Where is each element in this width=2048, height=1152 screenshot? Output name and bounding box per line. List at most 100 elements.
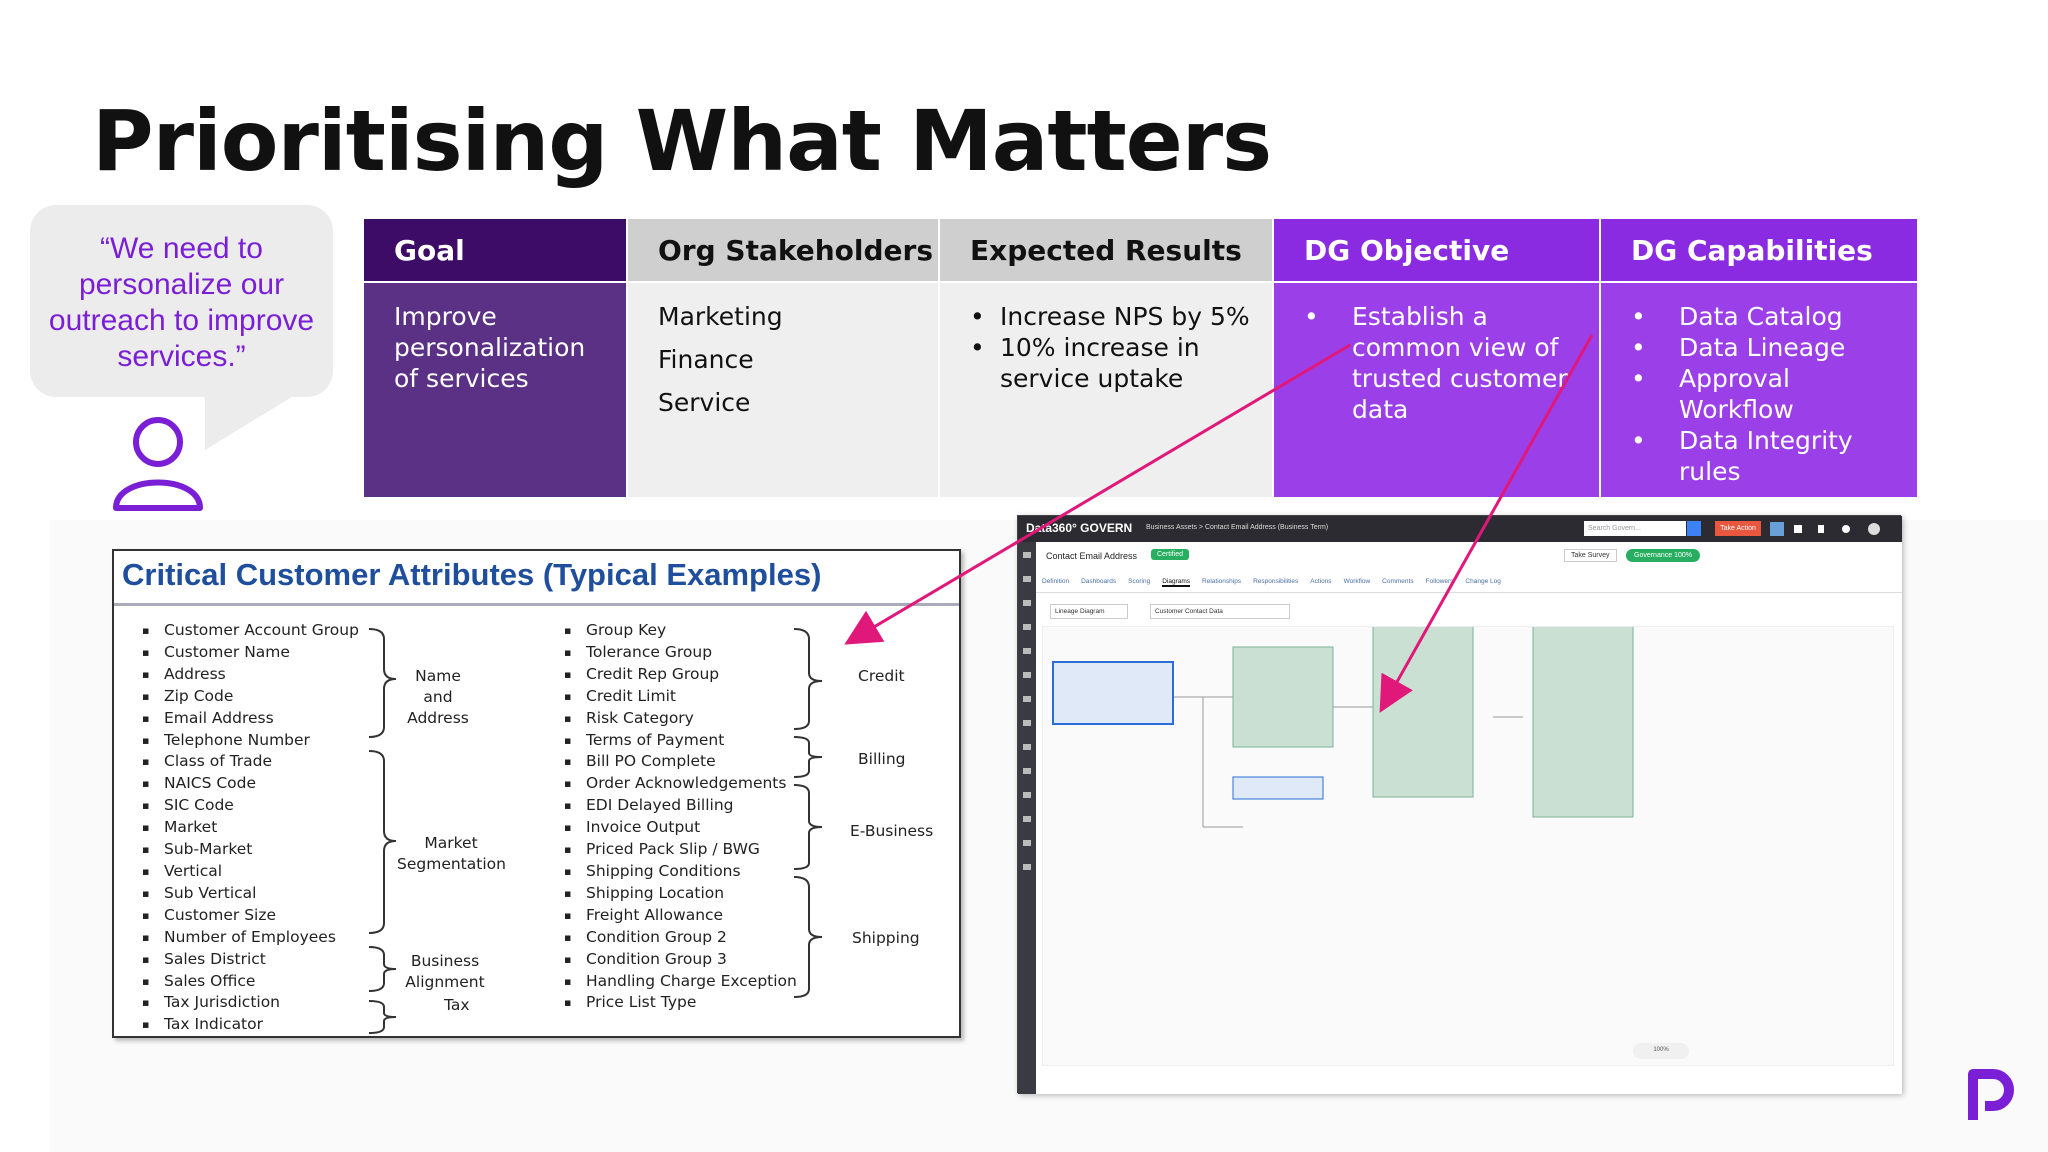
app-brand: Data360° GOVERN [1026, 521, 1133, 535]
dg-capability-item: Data Lineage [1631, 332, 1899, 363]
dg-objective-list: Establish a common view of trusted custo… [1274, 281, 1601, 497]
governance-badge: Governance 100% [1626, 549, 1700, 562]
column-org-stakeholders: Org Stakeholders Marketing Finance Servi… [628, 219, 940, 497]
stakeholder-item: Finance [658, 345, 754, 374]
group-name-and-address: Name and Address [407, 667, 469, 727]
diagram-filter-select[interactable]: Customer Contact Data [1150, 604, 1290, 619]
tab-relationships[interactable]: Relationships [1202, 578, 1242, 585]
diagram-type-select[interactable]: Lineage Diagram [1050, 604, 1128, 619]
lineage-screenshot: Data360° GOVERN Business Assets > Contac… [1017, 515, 1902, 1094]
tab-divider [1036, 592, 1902, 593]
attribute-item: Condition Group 3 [564, 949, 797, 971]
tab-workflow[interactable]: Workflow [1343, 578, 1371, 585]
group-billing: Billing [858, 750, 906, 768]
brand-logo-icon [1968, 1069, 2014, 1120]
attribute-item: Telephone Number [142, 730, 359, 752]
app-topbar: Data360° GOVERN Business Assets > Contac… [1018, 516, 1902, 542]
tab-definition[interactable]: Definition [1042, 578, 1070, 585]
take-action-button[interactable]: Take Action [1715, 521, 1761, 536]
attribute-item: Class of Trade [142, 751, 359, 773]
attribute-item: NAICS Code [142, 773, 359, 795]
attributes-title-rule [114, 603, 959, 606]
column-goal: Goal Improve personalization of services [364, 219, 628, 497]
help-icon [1842, 525, 1850, 533]
quote-bubble: “We need to personalize our outreach to … [30, 205, 333, 397]
person-outline-icon [113, 417, 203, 511]
header-expected-results: Expected Results [940, 219, 1274, 281]
stakeholder-item: Service [658, 388, 751, 417]
group-market-segmentation: Market Segmentation [397, 834, 506, 873]
attribute-item: Vertical [142, 861, 359, 883]
quote-bubble-tail [205, 392, 300, 450]
group-shipping: Shipping [852, 929, 920, 947]
tab-change-log[interactable]: Change Log [1465, 578, 1501, 585]
attribute-item: Invoice Output [564, 817, 797, 839]
sidebar-icons [1023, 552, 1031, 870]
attribute-item: Sales District [142, 949, 359, 971]
attribute-item: Sub Vertical [142, 883, 359, 905]
attribute-item: Bill PO Complete [564, 751, 797, 773]
lineage-canvas[interactable]: 100% [1042, 586, 1894, 1066]
expected-result-item: 10% increase in service uptake [970, 332, 1254, 394]
take-survey-button[interactable]: Take Survey [1564, 549, 1617, 562]
attribute-item: SIC Code [142, 795, 359, 817]
tab-followers[interactable]: Followers [1425, 578, 1454, 585]
attribute-item: Sales Office [142, 971, 359, 993]
attribute-list-left: Customer Account Group Customer Name Add… [142, 620, 359, 1036]
attribute-item: Tax Jurisdiction [142, 992, 359, 1014]
goal-text: Improve personalization of services [364, 281, 628, 497]
attribute-item: Tax Indicator [142, 1014, 359, 1036]
bookmark-icon [1818, 525, 1824, 533]
attribute-item: Shipping Location [564, 883, 797, 905]
dg-capability-item: Approval Workflow [1631, 363, 1899, 425]
zoom-control[interactable]: 100% [1633, 1043, 1689, 1059]
attribute-item: Customer Name [142, 642, 359, 664]
attribute-list-right: Group Key Tolerance Group Credit Rep Gro… [564, 620, 797, 1014]
group-business-alignment: Business Alignment [405, 952, 485, 991]
group-tax: Tax [444, 996, 470, 1014]
dg-capability-item: Data Catalog [1631, 301, 1899, 332]
attribute-item: Risk Category [564, 708, 797, 730]
attribute-item: Freight Allowance [564, 905, 797, 927]
attribute-item: Sub-Market [142, 839, 359, 861]
attribute-item: Credit Limit [564, 686, 797, 708]
tab-dashboards[interactable]: Dashboards [1081, 578, 1117, 585]
tab-scoring[interactable]: Scoring [1128, 578, 1151, 585]
header-dg-objective: DG Objective [1274, 219, 1601, 281]
header-dg-capabilities: DG Capabilities [1601, 219, 1919, 281]
search-icon[interactable] [1687, 521, 1701, 536]
breadcrumb[interactable]: Business Assets > Contact Email Address … [1146, 524, 1329, 531]
tab-responsibilities[interactable]: Responsibilities [1253, 578, 1299, 585]
tab-actions[interactable]: Actions [1310, 578, 1332, 585]
attribute-item: Customer Size [142, 905, 359, 927]
asset-tabs: Definition Dashboards Scoring Diagrams R… [1042, 578, 1501, 587]
app-sidebar [1018, 542, 1036, 1094]
attribute-item: Handling Charge Exception [564, 971, 797, 993]
tab-comments[interactable]: Comments [1382, 578, 1414, 585]
attribute-item: Number of Employees [142, 927, 359, 949]
grouping-brackets [368, 628, 823, 1034]
attribute-item: Market [142, 817, 359, 839]
search-input[interactable]: Search Govern... [1584, 521, 1686, 536]
certified-badge: Certified [1151, 549, 1190, 560]
attribute-item: Tolerance Group [564, 642, 797, 664]
topbar-icons [1770, 522, 1880, 536]
home-icon [1794, 525, 1802, 533]
lineage-graph [1052, 586, 1634, 828]
expected-results-list: Increase NPS by 5% 10% increase in servi… [940, 281, 1274, 497]
attribute-item: Order Acknowledgements [564, 773, 797, 795]
expected-result-item: Increase NPS by 5% [970, 301, 1254, 332]
column-expected-results: Expected Results Increase NPS by 5% 10% … [940, 219, 1274, 497]
header-goal: Goal [364, 219, 628, 281]
header-org-stakeholders: Org Stakeholders [628, 219, 940, 281]
page-title: Prioritising What Matters [92, 92, 1272, 190]
dg-capability-item: Data Integrity rules [1631, 425, 1899, 487]
tab-diagrams[interactable]: Diagrams [1162, 578, 1191, 587]
attribute-item: Customer Account Group [142, 620, 359, 642]
attribute-item: Price List Type [564, 992, 797, 1014]
attribute-item: EDI Delayed Billing [564, 795, 797, 817]
group-e-business: E-Business [850, 822, 934, 840]
attribute-item: Group Key [564, 620, 797, 642]
attribute-item: Address [142, 664, 359, 686]
